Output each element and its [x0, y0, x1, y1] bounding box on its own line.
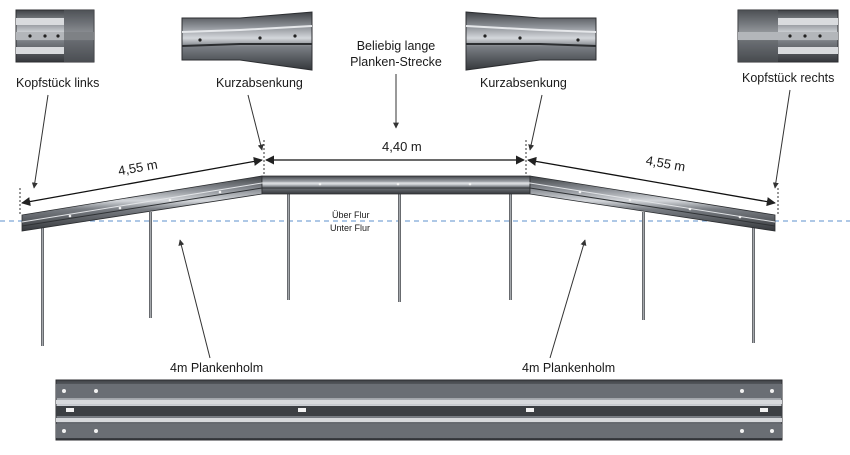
pointer-end-right — [772, 89, 791, 189]
pointer-bend-left — [247, 94, 264, 151]
dimension-left-label: 4,55 m — [117, 157, 159, 179]
dimension-left-arrow — [21, 156, 263, 207]
end-piece-right-label: Kopfstück rechts — [742, 71, 834, 85]
short-bend-left-image — [181, 11, 313, 71]
post — [398, 190, 401, 302]
dimension-right-label: 4,55 m — [645, 153, 687, 175]
post — [642, 212, 645, 320]
below-ground-label: Unter Flur — [330, 223, 370, 233]
rail-right-label: 4m Plankenholm — [522, 361, 615, 375]
posts — [41, 190, 755, 346]
short-bend-left-label: Kurzabsenkung — [216, 76, 303, 90]
dimension-middle-label: 4,40 m — [382, 139, 422, 154]
short-bend-right-image — [465, 11, 597, 71]
post — [41, 228, 44, 346]
guardrail-right-section — [529, 175, 776, 232]
pointer-rail-left — [178, 239, 211, 359]
middle-line1-label: Beliebig lange — [357, 39, 436, 53]
guardrail-left-section — [21, 175, 263, 232]
pointer-rail-right — [549, 239, 587, 359]
pointer-end-left — [31, 94, 49, 189]
rail-4m-image — [55, 379, 783, 441]
post — [287, 190, 290, 300]
post — [149, 212, 152, 318]
guardrail-middle-section — [261, 175, 531, 195]
end-piece-right-image — [737, 9, 839, 63]
post — [509, 190, 512, 300]
above-ground-label: Über Flur — [332, 210, 370, 220]
dimension-right-arrow — [527, 156, 776, 207]
end-piece-left-label: Kopfstück links — [16, 76, 99, 90]
middle-line2-label: Planken-Strecke — [350, 55, 442, 69]
short-bend-right-label: Kurzabsenkung — [480, 76, 567, 90]
pointer-bend-right — [528, 94, 543, 151]
end-piece-left-image — [15, 9, 95, 63]
rail-left-label: 4m Plankenholm — [170, 361, 263, 375]
post — [752, 228, 755, 343]
